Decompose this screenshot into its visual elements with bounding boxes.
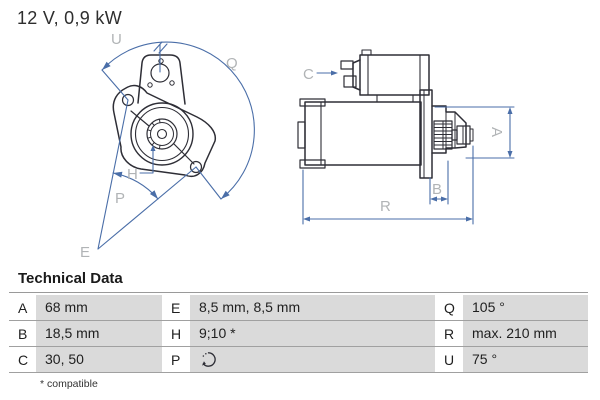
bracket-screw-hole: [147, 82, 153, 88]
bolt-hole-upper: [121, 93, 135, 107]
side-view-labels: C A B R: [303, 66, 505, 215]
dim-label-a: A: [488, 127, 505, 137]
bracket-outline: [137, 54, 186, 105]
technical-data-section: Technical Data A 68 mm E 8,5 mm, 8,5 mm …: [9, 268, 588, 390]
dim-label-u: U: [111, 31, 122, 48]
param-key: H: [162, 325, 190, 342]
param-value: 30, 50: [36, 347, 162, 372]
param-key: Q: [435, 299, 463, 316]
param-value: 75 °: [463, 347, 588, 372]
table-title: Technical Data: [18, 270, 123, 287]
param-key: P: [162, 351, 190, 368]
body-tab-bottom: [299, 159, 326, 169]
param-value: 9;10 *: [190, 321, 435, 346]
dim-label-q: Q: [226, 55, 238, 72]
arrowheads: [102, 61, 230, 199]
param-key: E: [162, 299, 190, 316]
pinion-teeth: [147, 118, 161, 150]
dim-label-c: C: [303, 66, 314, 83]
dim-label-b: B: [432, 181, 442, 198]
angle-ray-lower: [195, 166, 222, 200]
terminal-upper: [340, 60, 354, 70]
angle-arc-u-q: [101, 41, 255, 200]
e-leader-1: [97, 99, 129, 250]
param-value: 105 °: [463, 295, 588, 320]
flange-plate: [419, 89, 433, 179]
side-view-dimensions: [302, 70, 515, 225]
param-value: 68 mm: [36, 295, 162, 320]
bracket-screw-hole: [158, 58, 164, 64]
param-key: A: [9, 299, 36, 316]
angle-ray-upper: [101, 69, 129, 101]
front-view-dimensions: [97, 41, 255, 250]
table-row: C 30, 50 P U 75 °: [9, 347, 588, 373]
bracket-screw-hole: [169, 80, 175, 86]
arrowheads: [303, 70, 513, 222]
dim-label-p: P: [115, 190, 125, 207]
lever-slot-lines: [130, 110, 195, 165]
h-leader: [139, 150, 154, 174]
table-row: A 68 mm E 8,5 mm, 8,5 mm Q 105 °: [9, 295, 588, 321]
drive-end-circles: [130, 102, 194, 166]
page-title: 12 V, 0,9 kW: [17, 8, 122, 28]
technical-drawing: U Q H P E: [80, 31, 515, 260]
param-key: U: [435, 351, 463, 368]
drive-housing: [431, 105, 467, 154]
flange-outline: [112, 84, 217, 178]
table-footnote: * compatible: [40, 378, 98, 390]
terminal-lower: [343, 75, 357, 88]
table-title-rule: [9, 292, 588, 293]
solenoid-stud: [361, 49, 372, 56]
dim-label-h: H: [127, 166, 138, 183]
front-view-labels: U Q H P E: [80, 31, 238, 260]
front-view-drawing: [112, 54, 217, 178]
param-key: C: [9, 351, 36, 368]
param-value: max. 210 mm: [463, 321, 588, 346]
technical-data-table: A 68 mm E 8,5 mm, 8,5 mm Q 105 ° B 18,5 …: [9, 295, 588, 373]
pinion-gear-teeth: [433, 123, 453, 146]
bolt-hole-lower: [189, 160, 203, 174]
rotation-direction-icon: [202, 352, 216, 367]
side-view-drawing: [297, 49, 474, 179]
dim-label-e: E: [80, 244, 90, 260]
param-value: 18,5 mm: [36, 321, 162, 346]
e-leader-2: [97, 166, 197, 250]
solenoid-cap: [352, 59, 361, 91]
table-row: B 18,5 mm H 9;10 * R max. 210 mm: [9, 321, 588, 347]
motor-body: [304, 101, 422, 166]
param-value: [190, 347, 435, 372]
solenoid-body: [359, 54, 430, 96]
body-tab-top: [299, 98, 326, 107]
shaft-tip: [469, 128, 474, 142]
param-key: B: [9, 325, 36, 342]
param-value: 8,5 mm, 8,5 mm: [190, 295, 435, 320]
dim-label-r: R: [380, 198, 391, 215]
param-key: R: [435, 325, 463, 342]
body-boss: [297, 121, 306, 149]
